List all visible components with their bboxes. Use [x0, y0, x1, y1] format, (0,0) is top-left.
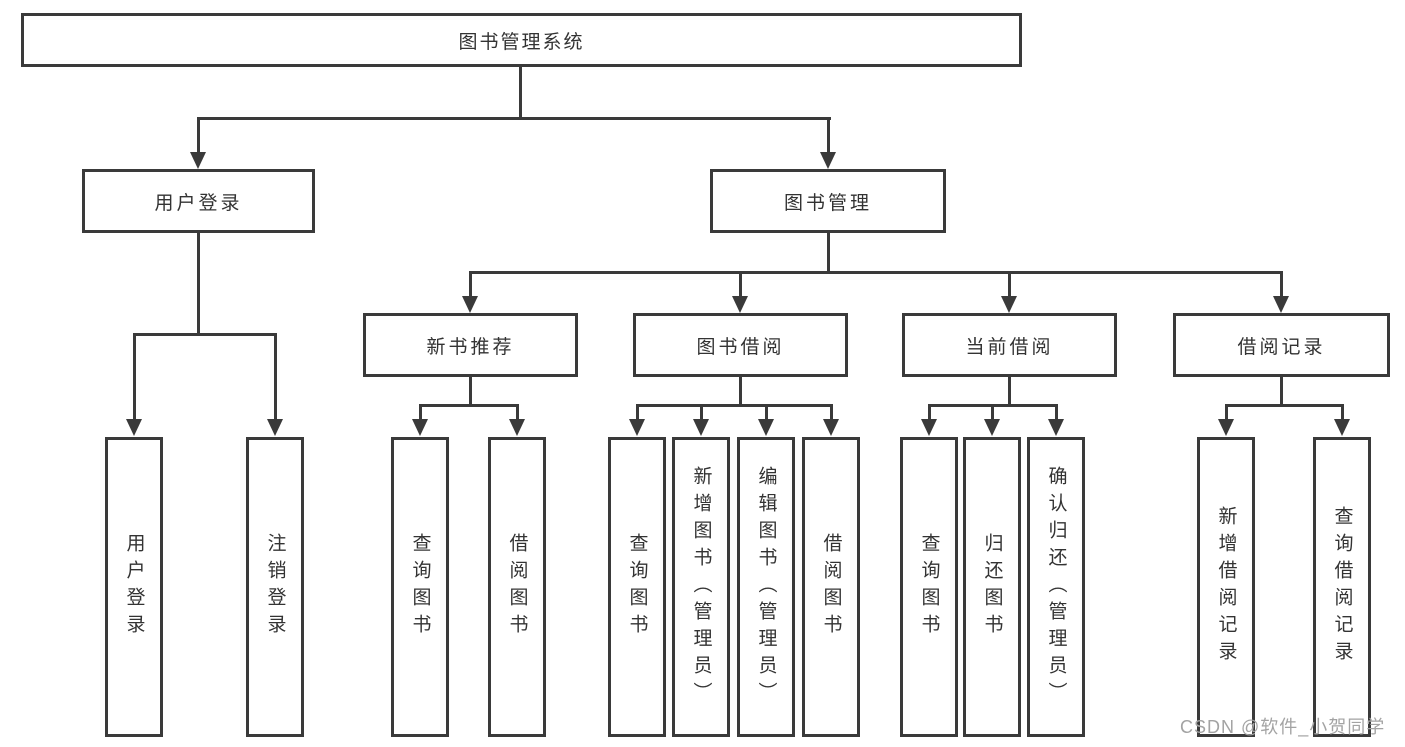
leaf-query-books-recommend: 查询图书 [391, 437, 449, 737]
connector-drop-leaf [636, 404, 639, 420]
arrowhead-leaf [984, 419, 1000, 436]
node-label: 借阅图书 [506, 533, 528, 641]
connector-drop-leaf [516, 404, 519, 420]
node-label: 图书借阅 [696, 336, 785, 358]
arrowhead-borrow-records [1273, 296, 1289, 313]
connector-drop-leaf [765, 404, 768, 420]
node-user-login: 用户登录 [82, 169, 315, 233]
arrowhead-leaf [412, 419, 428, 436]
leaf-query-books-borrow: 查询图书 [608, 437, 666, 737]
connector-drop-user-login [197, 117, 200, 153]
connector-new-book-stem [469, 377, 472, 406]
node-borrow-records: 借阅记录 [1173, 313, 1390, 377]
leaf-borrow-books: 借阅图书 [802, 437, 860, 737]
connector-drop-borrow-records [1280, 271, 1283, 297]
arrowhead-leaf [823, 419, 839, 436]
leaf-confirm-return-admin: 确认归还（管理员） [1027, 437, 1085, 737]
node-library-system-root: 图书管理系统 [21, 13, 1022, 67]
leaf-add-borrow-record: 新增借阅记录 [1197, 437, 1255, 737]
arrowhead-leaf [693, 419, 709, 436]
connector-root-stem [519, 67, 522, 118]
connector-drop-leaf [830, 404, 833, 420]
node-label: 注销登录 [264, 533, 286, 641]
connector-book-borrow-rail [636, 404, 833, 407]
leaf-borrow-books-recommend: 借阅图书 [488, 437, 546, 737]
connector-user-login-stem [197, 233, 200, 335]
node-label: 确认归还（管理员） [1045, 465, 1067, 709]
connector-book-management-stem [827, 233, 830, 273]
leaf-logout-login: 注销登录 [246, 437, 304, 737]
connector-new-book-rail [419, 404, 519, 407]
connector-drop-leaf [928, 404, 931, 420]
node-label: 查询借阅记录 [1331, 506, 1353, 668]
node-label: 查询图书 [918, 533, 940, 641]
connector-drop-login-leaf [133, 333, 136, 420]
connector-current-borrow-stem [1008, 377, 1011, 406]
connector-drop-leaf [1225, 404, 1228, 420]
leaf-query-borrow-record: 查询借阅记录 [1313, 437, 1371, 737]
node-new-book-recommend: 新书推荐 [363, 313, 578, 377]
connector-borrow-records-rail [1225, 404, 1344, 407]
connector-drop-leaf [700, 404, 703, 420]
node-current-borrow: 当前借阅 [902, 313, 1117, 377]
arrowhead-leaf [1334, 419, 1350, 436]
connector-level1-rail [198, 117, 831, 120]
arrowhead-login-leaf [126, 419, 142, 436]
node-label: 新书推荐 [426, 336, 515, 358]
watermark: CSDN @软件_小贺同学 [1180, 717, 1386, 737]
arrowhead-leaf [1218, 419, 1234, 436]
arrowhead-leaf [629, 419, 645, 436]
node-label: 借阅记录 [1237, 336, 1326, 358]
node-label: 图书管理 [783, 192, 872, 214]
arrowhead-current-borrow [1001, 296, 1017, 313]
node-label: 查询图书 [409, 533, 431, 641]
connector-drop-leaf [1341, 404, 1344, 420]
node-label: 用户登录 [123, 533, 145, 641]
leaf-query-books-current: 查询图书 [900, 437, 958, 737]
node-label: 用户登录 [154, 192, 243, 214]
connector-borrow-records-stem [1280, 377, 1283, 406]
node-label: 图书管理系统 [458, 31, 585, 53]
connector-drop-leaf [991, 404, 994, 420]
arrowhead-leaf [509, 419, 525, 436]
arrowhead-logout-leaf [267, 419, 283, 436]
connector-drop-book-borrow [739, 271, 742, 297]
connector-drop-leaf [1055, 404, 1058, 420]
node-label: 新增图书（管理员） [690, 465, 712, 709]
node-book-borrow: 图书借阅 [633, 313, 848, 377]
connector-drop-book-management [827, 117, 830, 153]
arrowhead-leaf [758, 419, 774, 436]
node-book-management: 图书管理 [710, 169, 946, 233]
connector-drop-current-borrow [1008, 271, 1011, 297]
connector-level2-rail [470, 271, 1283, 274]
arrowhead-leaf [921, 419, 937, 436]
leaf-edit-books-admin: 编辑图书（管理员） [737, 437, 795, 737]
node-label: 新增借阅记录 [1215, 506, 1237, 668]
arrowhead-new-book [462, 296, 478, 313]
arrowhead-book-borrow [732, 296, 748, 313]
node-label: 查询图书 [626, 533, 648, 641]
node-label: 编辑图书（管理员） [755, 465, 777, 709]
node-label: 归还图书 [981, 533, 1003, 641]
leaf-add-books-admin: 新增图书（管理员） [672, 437, 730, 737]
arrowhead-book-management [820, 152, 836, 169]
node-label: 借阅图书 [820, 533, 842, 641]
connector-drop-logout-leaf [274, 333, 277, 420]
connector-drop-new-book [469, 271, 472, 297]
leaf-return-books: 归还图书 [963, 437, 1021, 737]
connector-drop-leaf [419, 404, 422, 420]
node-label: 当前借阅 [965, 336, 1054, 358]
connector-user-login-rail [133, 333, 277, 336]
leaf-user-login: 用户登录 [105, 437, 163, 737]
connector-book-borrow-stem [739, 377, 742, 406]
arrowhead-user-login [190, 152, 206, 169]
arrowhead-leaf [1048, 419, 1064, 436]
